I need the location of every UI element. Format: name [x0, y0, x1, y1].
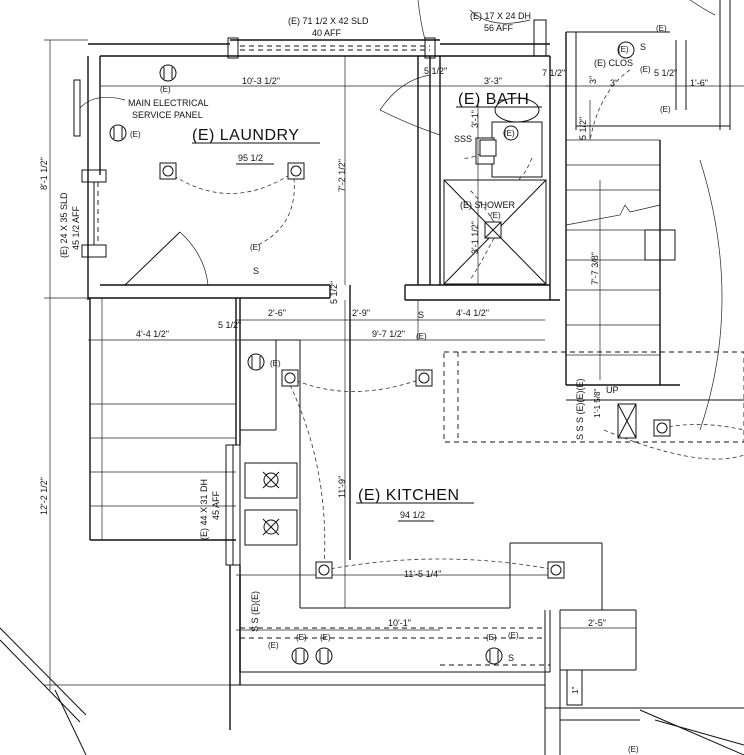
fixture-e-label: (E) [490, 211, 501, 220]
dim-3-3: 3'-3" [484, 76, 502, 86]
dim-11-9: 11'-9" [337, 476, 347, 498]
fixture-e-label: (E) [416, 332, 427, 341]
room-sub-laundry: 95 1/2 [238, 153, 263, 163]
kitchen-window-label: (E) 44 X 31 DH [199, 479, 209, 540]
dim-9-7: 9'-7 1/2" [372, 329, 405, 339]
dim-1: 1" [571, 687, 580, 694]
dim-5-half: 5 1/2" [424, 66, 447, 76]
outlet-icon [485, 647, 503, 665]
room-label-shower: (E) SHOWER [460, 200, 515, 210]
dimension-labels: 8'-1 1/2" 10'-3 1/2" 7'-2 1/2" 5 1/2" 3'… [39, 66, 708, 694]
switch-group-label: S S S (E)(E)(E) [575, 378, 585, 440]
switch-label: S [418, 310, 424, 320]
switch-group-label: SSS [454, 134, 472, 144]
outlet-icon [503, 125, 519, 141]
room-label-kitchen: (E) KITCHEN [358, 487, 460, 504]
dim-5-half-d: 5 1/2" [329, 281, 339, 304]
dim-1-1: 1'-1 5/8" [593, 389, 602, 418]
dim-5-half-e: 5 1/2" [218, 320, 241, 330]
dim-1-6: 1'-6" [690, 78, 708, 88]
fixture-e-label: (E) [250, 243, 261, 252]
up-label: UP [606, 385, 619, 395]
fixture-e-label: (E) [508, 631, 519, 640]
fixture-e-label: (E) [656, 24, 667, 33]
fixture-e-label: (E) [640, 65, 651, 74]
ceiling-light-icon [159, 64, 177, 82]
outlet-icon [291, 647, 309, 665]
ceiling-light-icon [617, 41, 635, 59]
left-window-label: (E) 24 X 35 SLD [59, 192, 69, 258]
dim-10-3: 10'-3 1/2" [242, 76, 280, 86]
annotation-labels: MAIN ELECTRICAL SERVICE PANEL (E) 71 1/2… [59, 11, 671, 754]
fixture-e-label: (E) [660, 105, 671, 114]
fixture-e-label: (E) [628, 745, 639, 754]
room-labels: (E) LAUNDRY 95 1/2 (E) BATH (E) KITCHEN … [192, 91, 542, 522]
fixture-e-label: (E) [618, 45, 629, 54]
light-fixture-icon [315, 561, 333, 579]
dim-10-1: 10'-1" [388, 618, 411, 628]
light-fixture-icon [287, 162, 305, 180]
dimension-lines [44, 39, 744, 690]
fixture-e-label: (E) [270, 359, 281, 368]
dim-2-6: 2'-6" [268, 308, 286, 318]
dim-7-7: 7'-7 3/8" [590, 252, 600, 285]
switch-label: S [640, 42, 646, 52]
room-label-bath: (E) BATH [458, 91, 529, 108]
dim-2-5: 2'-5" [588, 618, 606, 628]
dim-4-4a: 4'-4 1/2" [136, 329, 169, 339]
kitchen-window-aff: 45 AFF [211, 490, 221, 520]
light-fixture-icon [653, 419, 671, 437]
fixture-e-label: (E) [486, 633, 497, 642]
clos-label: (E) CLOS [594, 58, 633, 68]
fixture-e-label: (E) [296, 633, 307, 642]
dim-3b: 3' [610, 78, 617, 88]
dim-4-4b: 4'-4 1/2" [456, 308, 489, 318]
light-fixture-icon [281, 369, 299, 387]
outlet-icon [315, 647, 333, 665]
fixture-e-label: (E) [268, 641, 279, 650]
left-window-aff: 45 1/2 AFF [71, 205, 81, 250]
room-label-laundry: (E) LAUNDRY [192, 127, 299, 144]
ceiling-light-icon [109, 124, 127, 142]
light-fixture-icon [415, 369, 433, 387]
dh-top-aff: 56 AFF [484, 23, 514, 33]
fixture-e-label: (E) [160, 85, 171, 94]
panel-label-line1: MAIN ELECTRICAL [128, 98, 209, 108]
light-fixture-icon [159, 162, 177, 180]
dim-5-half-c: 5 1/2" [578, 117, 588, 140]
circuit-lines [167, 69, 744, 571]
sld-top-aff: 40 AFF [312, 28, 342, 38]
dim-3: 3" [588, 76, 598, 84]
fixture-symbols [109, 41, 671, 665]
dim-11-5: 11'-5 1/4" [404, 569, 441, 579]
dim-7-half: 7 1/2" [542, 68, 565, 78]
dim-7-2: 7'-2 1/2" [337, 159, 347, 192]
fixture-e-label: (E) [130, 130, 141, 139]
fixture-e-label: (E) [320, 633, 331, 642]
sld-top-label: (E) 71 1/2 X 42 SLD [288, 16, 369, 26]
dh-top-label: (E) 17 X 24 DH [470, 11, 531, 21]
dim-3-1b: 3'-1 1/2" [470, 221, 480, 254]
ceiling-light-icon [247, 353, 265, 371]
light-fixture-icon [479, 139, 497, 157]
dim-5-half-b: 5 1/2" [654, 68, 677, 78]
panel-label-line2: SERVICE PANEL [132, 110, 203, 120]
switch-group-label: S S (E)(E) [250, 591, 260, 632]
dim-3-1: 3'-1" [470, 110, 480, 128]
dim-8-1: 8'-1 1/2" [39, 157, 49, 190]
switch-label: S [508, 653, 514, 663]
fixture-e-label: (E) [504, 129, 515, 138]
light-fixture-icon [547, 561, 565, 579]
room-sub-kitchen: 94 1/2 [400, 510, 425, 520]
dim-2-9: 2'-9" [352, 308, 370, 318]
dim-12-2: 12'-2 1/2" [39, 477, 49, 515]
switch-label: S [253, 266, 259, 276]
